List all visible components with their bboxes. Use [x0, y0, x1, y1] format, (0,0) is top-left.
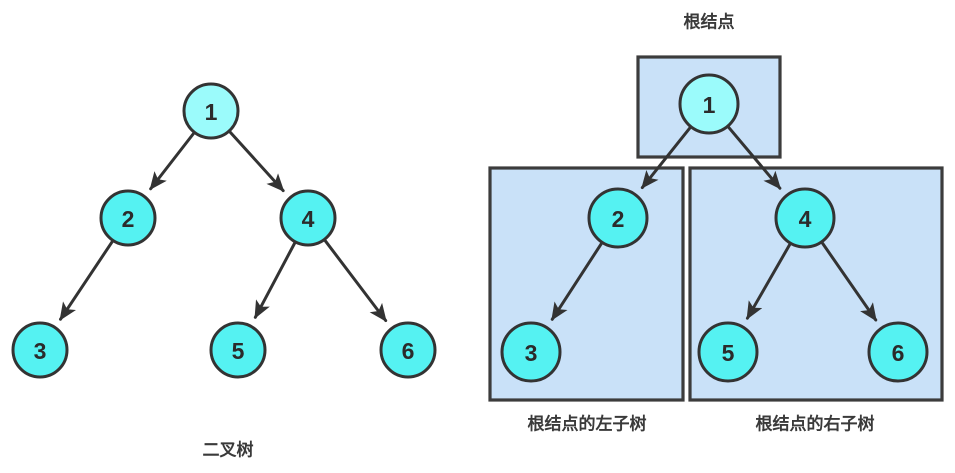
- tree-node-5-right[interactable]: 5: [697, 321, 759, 383]
- node-circle: [774, 187, 836, 249]
- tree-edge-L2-L3: [59, 239, 114, 321]
- tree-edge-L1-L4: [228, 130, 285, 193]
- node-circle: [697, 321, 759, 383]
- tree-node-3-left[interactable]: 3: [11, 321, 69, 379]
- caption-left-subtree: 根结点的左子树: [528, 414, 647, 434]
- tree-node-4-right[interactable]: 4: [774, 187, 836, 249]
- caption-right-subtree: 根结点的右子树: [756, 414, 875, 434]
- tree-node-6-left[interactable]: 6: [379, 321, 437, 379]
- tree-node-2-right[interactable]: 2: [587, 187, 649, 249]
- node-circle: [279, 189, 337, 247]
- tree-edge-R1-R2: [640, 125, 692, 190]
- tree-node-5-left[interactable]: 5: [209, 321, 267, 379]
- tree-edge-R1-R4: [726, 125, 782, 190]
- caption-root-node: 根结点: [684, 12, 735, 32]
- node-circle: [182, 82, 240, 140]
- node-circle: [11, 321, 69, 379]
- tree-edge-L4-L5: [253, 241, 297, 319]
- tree-node-1-right[interactable]: 1: [678, 73, 740, 135]
- node-circle: [379, 321, 437, 379]
- tree-edges: [59, 125, 878, 323]
- node-circle: [587, 187, 649, 249]
- tree-edge-R4-R6: [820, 241, 878, 322]
- caption-binary-tree: 二叉树: [203, 441, 254, 460]
- tree-edge-L1-L2: [149, 131, 196, 191]
- node-circle: [678, 73, 740, 135]
- tree-edge-L4-L6: [323, 238, 388, 323]
- tree-edge-R2-R3: [550, 241, 604, 321]
- tree-node-6-right[interactable]: 6: [867, 321, 929, 383]
- tree-node-3-right[interactable]: 3: [500, 321, 562, 383]
- tree-node-2-left[interactable]: 2: [99, 189, 157, 247]
- node-circle: [500, 321, 562, 383]
- node-circle: [867, 321, 929, 383]
- tree-node-1-left[interactable]: 1: [182, 82, 240, 140]
- tree-edge-R4-R5: [745, 242, 792, 320]
- node-circle: [99, 189, 157, 247]
- tree-node-4-left[interactable]: 4: [279, 189, 337, 247]
- node-circle: [209, 321, 267, 379]
